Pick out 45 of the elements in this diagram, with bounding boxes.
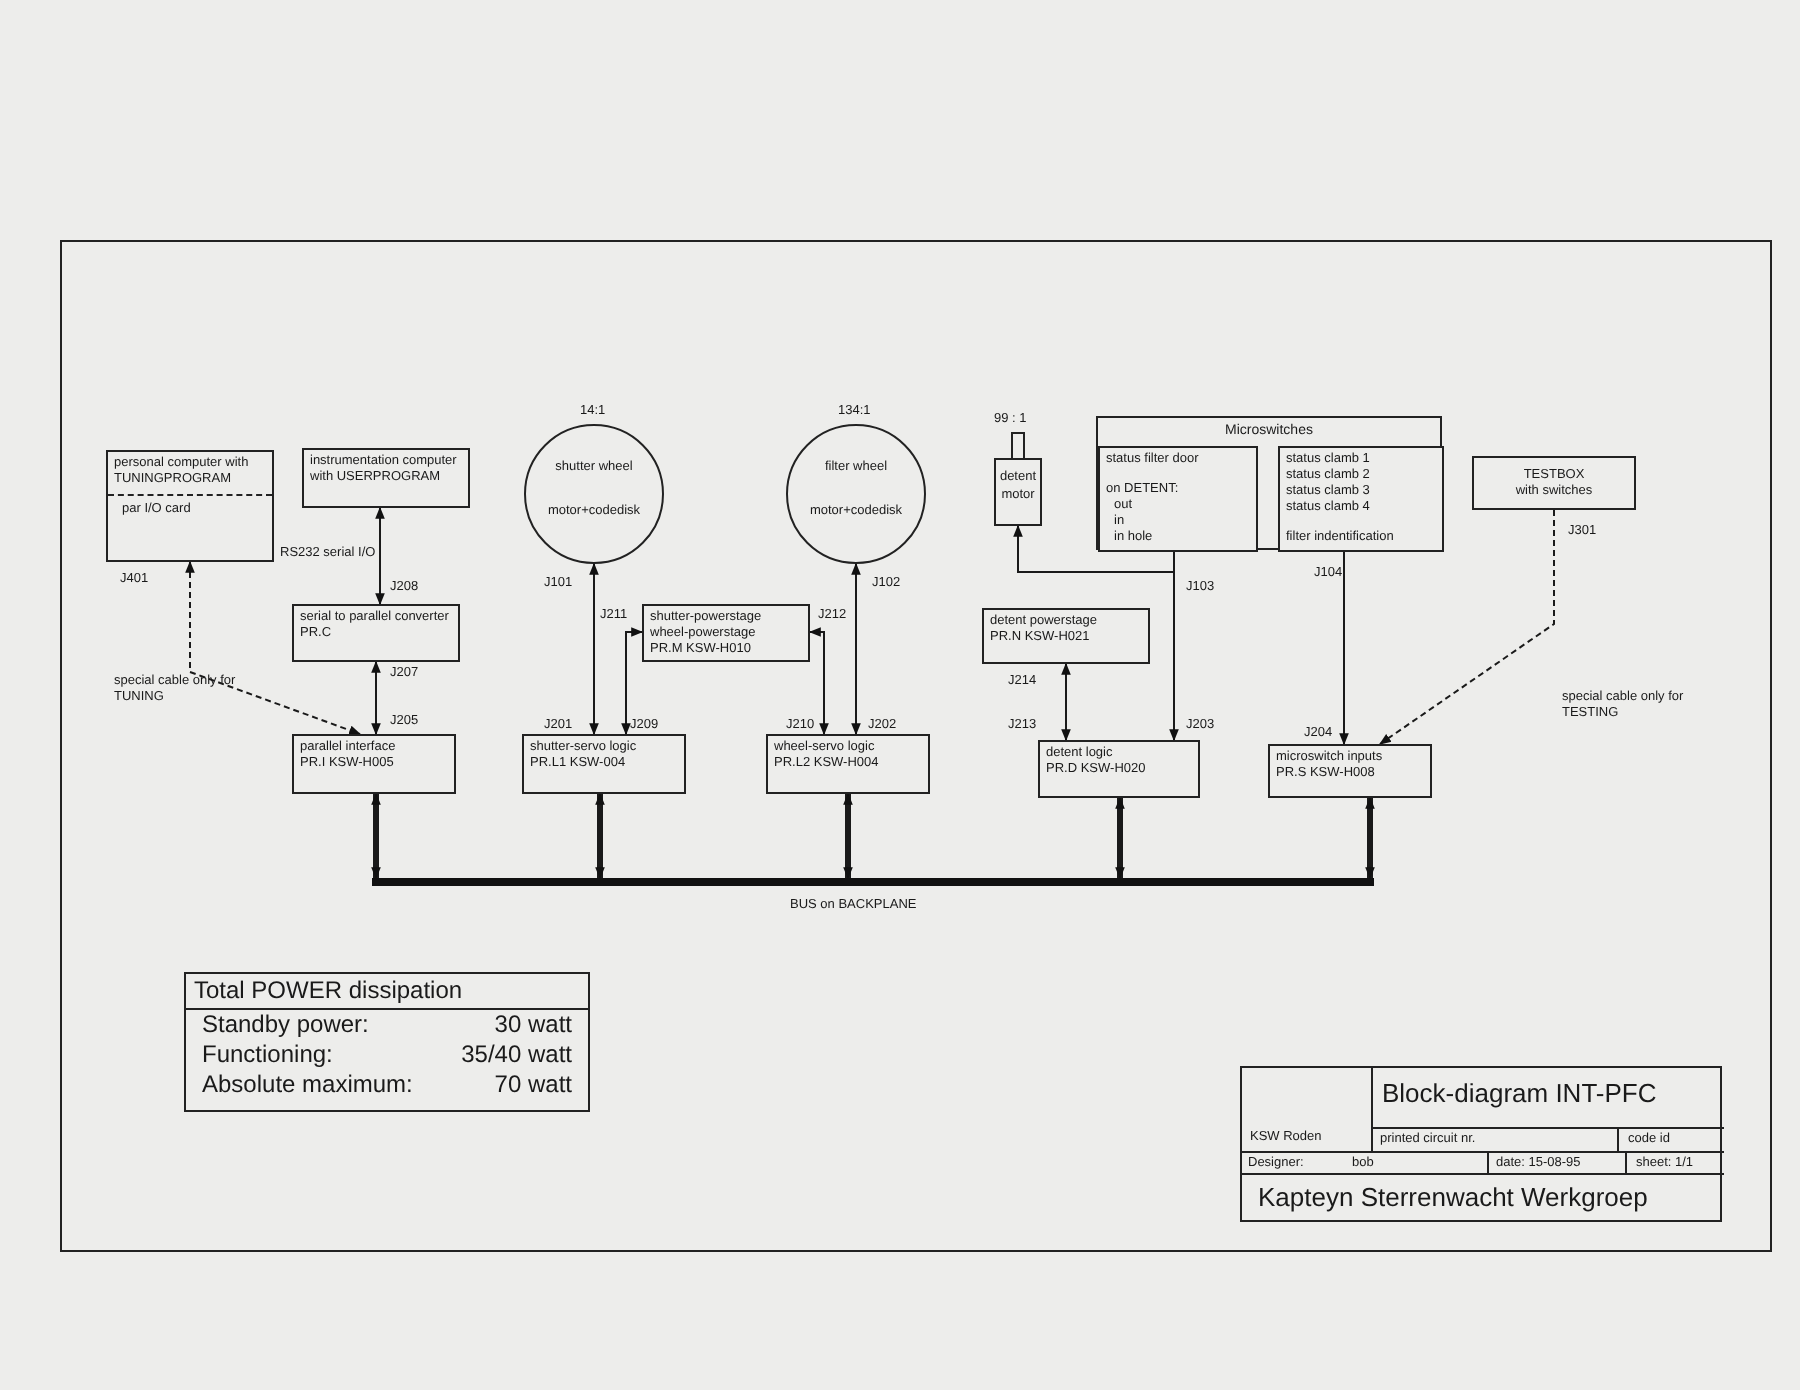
- motor-circle: [524, 424, 664, 564]
- connector: [1169, 549, 1179, 742]
- module-box: [292, 734, 456, 794]
- bus-connector: [371, 792, 381, 880]
- row-label: Functioning:: [202, 1040, 333, 1070]
- row-label: Absolute maximum:: [202, 1070, 413, 1100]
- title-text: Block-diagram INT-PFC: [1382, 1078, 1657, 1108]
- title-block: [1240, 1066, 1722, 1222]
- row-value: 70 watt: [494, 1070, 572, 1100]
- module-box: [1098, 446, 1258, 552]
- row-value: 35/40 watt: [461, 1040, 572, 1070]
- connector: [1339, 549, 1349, 746]
- connector: [589, 562, 599, 736]
- module-box: [302, 448, 470, 508]
- bus-connector: [1115, 796, 1125, 880]
- connector: [851, 562, 861, 736]
- computer-box: [106, 450, 274, 562]
- module-box: [522, 734, 686, 794]
- module-box: [1038, 740, 1200, 798]
- row-label: Standby power:: [202, 1010, 369, 1040]
- connector: [185, 560, 362, 735]
- switch-group-box: [1096, 416, 1442, 550]
- power-table: [184, 972, 590, 1112]
- module-box: [642, 604, 810, 662]
- motor-circle: [786, 424, 926, 564]
- connector: [1061, 662, 1071, 742]
- bus-bar: [372, 878, 1374, 886]
- module-box: [1278, 446, 1444, 552]
- module-box: [292, 604, 460, 662]
- connector: [621, 627, 644, 736]
- module-box: [982, 608, 1150, 664]
- connector: [371, 660, 381, 736]
- motor-drawing: [994, 432, 1042, 526]
- bus-connector: [843, 792, 853, 880]
- table-heading: Total POWER dissipation: [186, 974, 588, 1010]
- module-box: [1472, 456, 1636, 510]
- connector: [1379, 509, 1555, 745]
- bus-connector: [595, 792, 605, 880]
- module-box: [1268, 744, 1432, 798]
- row-value: 30 watt: [494, 1010, 572, 1040]
- module-box: [766, 734, 930, 794]
- bus-connector: [1365, 796, 1375, 880]
- connector: [375, 506, 385, 606]
- title-text: Kapteyn Sterrenwacht Werkgroep: [1258, 1182, 1648, 1212]
- connector: [808, 627, 829, 736]
